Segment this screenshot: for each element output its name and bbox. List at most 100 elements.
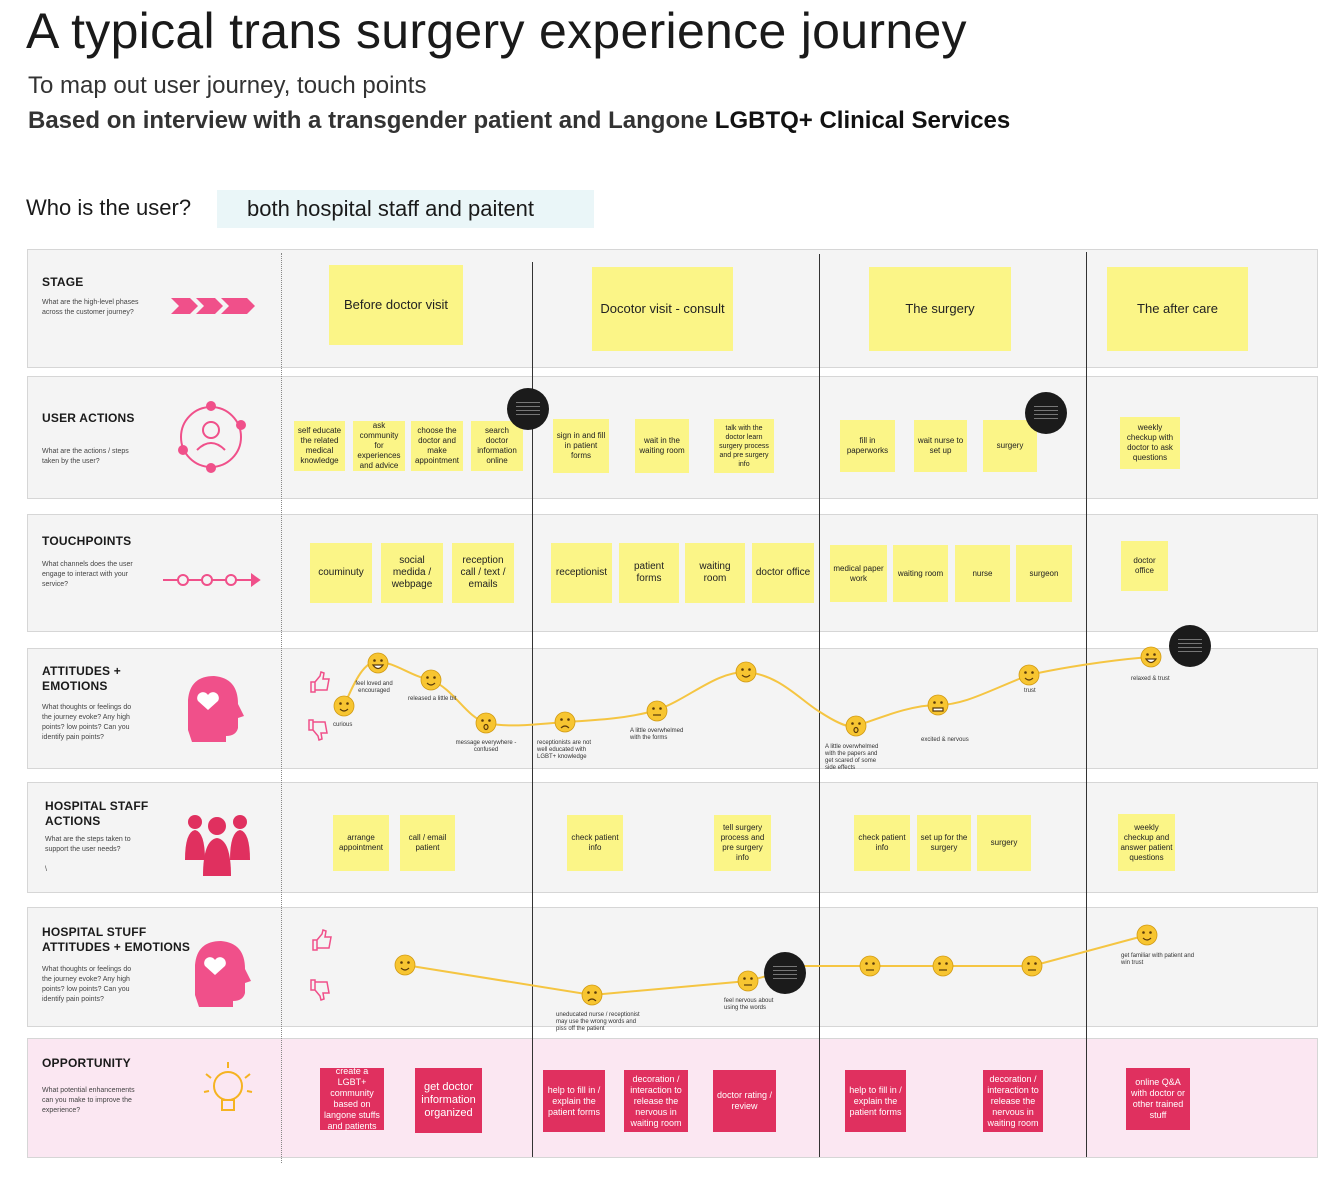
- staff-action-sticky: check patient info: [854, 815, 910, 871]
- stage-divider: [532, 262, 533, 1157]
- who-question: Who is the user?: [26, 195, 192, 220]
- staff-action-sticky: arrange appointment: [333, 815, 389, 871]
- page-subtitle: To map out user journey, touch points: [28, 72, 427, 99]
- row-label: HOSPITAL STUFF ATTITUDES + EMOTIONS: [42, 925, 191, 954]
- emoji-face-icon: [927, 694, 949, 716]
- comment-bubble-icon: [764, 952, 806, 994]
- emotion-note: curious: [333, 722, 353, 728]
- row-desc: What are the steps taken to support the …: [45, 836, 131, 853]
- row-emotions: ATTITUDES + EMOTIONS What thoughts or fe…: [27, 648, 1318, 769]
- emotion-note: trust: [1024, 688, 1036, 694]
- head-heart-icon: [188, 676, 244, 742]
- staff-action-sticky: check patient info: [567, 815, 623, 871]
- emoji-face-icon: [859, 955, 881, 977]
- opportunity-sticky: help to fill in / explain the patient fo…: [845, 1070, 906, 1132]
- emotion-note: receptionists are not well educated with…: [537, 740, 592, 760]
- emoji-face-icon: [1018, 664, 1040, 686]
- user-action-sticky: surgery: [983, 420, 1037, 472]
- row-desc: What are the high-level phases across th…: [42, 299, 139, 316]
- staff-emotion-note: get familiar with patient and win trust: [1121, 953, 1195, 966]
- chevrons-icon: [171, 298, 255, 314]
- lightbulb-icon: [203, 1062, 253, 1111]
- emotion-note: relaxed & trust: [1131, 676, 1170, 682]
- row-label: TOUCHPOINTS: [42, 534, 132, 548]
- emoji-face-icon: [1021, 955, 1043, 977]
- row-label: ATTITUDES + EMOTIONS: [42, 664, 121, 693]
- touchpoint-sticky: doctor office: [1121, 541, 1168, 591]
- touchpoint-sticky: receptionist: [551, 543, 612, 603]
- emotion-note: A little overwhelmed with the forms: [630, 728, 684, 741]
- staff-action-sticky: tell surgery process and pre surgery inf…: [714, 815, 771, 871]
- emoji-face-icon: [646, 700, 668, 722]
- emoji-face-icon: [420, 669, 442, 691]
- user-action-sticky: wait in the waiting room: [635, 419, 689, 473]
- user-action-sticky: weekly checkup with doctor to ask questi…: [1120, 417, 1180, 469]
- row-desc: What thoughts or feelings do the journey…: [42, 704, 132, 741]
- stage-sticky: Docotor visit - consult: [592, 267, 733, 351]
- emoji-face-icon: [394, 954, 416, 976]
- emoji-face-icon: [554, 711, 576, 733]
- user-action-sticky: sign in and fill in patient forms: [553, 419, 609, 473]
- row-label: HOSPITAL STAFF ACTIONS: [45, 799, 149, 828]
- user-action-sticky: wait nurse to set up: [914, 420, 967, 472]
- staff-action-sticky: weekly checkup and answer patient questi…: [1118, 814, 1175, 871]
- row-label: STAGE: [42, 275, 84, 289]
- opportunity-sticky: help to fill in / explain the patient fo…: [543, 1070, 605, 1132]
- row-desc: What thoughts or feelings do the journey…: [42, 966, 132, 1003]
- row-desc: What channels does the user engage to in…: [42, 561, 133, 588]
- opportunity-sticky: get doctor information organized: [415, 1068, 482, 1133]
- stage-sticky: Before doctor visit: [329, 265, 463, 345]
- user-network-icon: [178, 401, 246, 473]
- touchpoint-sticky: reception call / text / emails: [452, 543, 514, 603]
- emotion-note: released a little bit: [408, 696, 457, 702]
- comment-bubble-icon: [1169, 625, 1211, 667]
- user-action-sticky: fill in paperworks: [840, 420, 895, 472]
- staff-action-sticky: surgery: [977, 815, 1031, 871]
- opportunity-sticky: doctor rating / review: [713, 1070, 776, 1132]
- thumbs-up-icon: [312, 929, 332, 951]
- user-action-sticky: search doctor information online: [471, 421, 523, 471]
- emoji-face-icon: [845, 715, 867, 737]
- stage-divider: [1086, 252, 1087, 1157]
- emotion-note: A little overwhelmed with the papers and…: [825, 744, 879, 771]
- stage-sticky: The after care: [1107, 267, 1248, 351]
- label-divider: [281, 253, 282, 1163]
- touchpoint-sticky: doctor office: [752, 543, 814, 603]
- staff-action-sticky: call / email patient: [400, 815, 455, 871]
- emotion-note: message everywhere - confused: [455, 740, 517, 753]
- stage-sticky: The surgery: [869, 267, 1011, 351]
- emoji-face-icon: [932, 955, 954, 977]
- staff-action-sticky: set up for the surgery: [917, 815, 971, 871]
- opportunity-sticky: create a LGBT+ community based on langon…: [320, 1066, 384, 1131]
- emoji-face-icon: [581, 984, 603, 1006]
- people-group-icon: [185, 815, 250, 876]
- page-title: A typical trans surgery experience journ…: [26, 3, 967, 59]
- user-action-sticky: choose the doctor and make appointment: [411, 421, 463, 471]
- comment-bubble-icon: [507, 388, 549, 430]
- user-action-sticky: self educate the related medical knowled…: [294, 421, 345, 471]
- head-heart-icon: [195, 941, 251, 1007]
- opportunity-sticky: decoration / interaction to release the …: [624, 1070, 688, 1132]
- touchpoint-sticky: waiting room: [893, 545, 948, 602]
- staff-emotion-note: feel nervous about using the words: [724, 998, 774, 1011]
- user-action-sticky: ask community for experiences and advice: [353, 421, 405, 471]
- touchpoint-sticky: surgeon: [1016, 545, 1072, 602]
- opportunity-sticky: online Q&A with doctor or other trained …: [1126, 1068, 1190, 1130]
- touchpoint-sticky: patient forms: [619, 543, 679, 603]
- basis-text: Based on interview with a transgender pa…: [28, 107, 715, 134]
- emoji-face-icon: [1140, 646, 1162, 668]
- touchpoint-sticky: medical paper work: [830, 545, 887, 602]
- row-label: USER ACTIONS: [42, 411, 135, 425]
- touchpoint-chain-icon: [163, 573, 261, 587]
- comment-bubble-icon: [1025, 392, 1067, 434]
- thumbs-up-icon: [310, 671, 330, 693]
- basis-highlight: LGBTQ+ Clinical Services: [714, 107, 1011, 134]
- emoji-face-icon: [737, 970, 759, 992]
- emoji-face-icon: [1136, 924, 1158, 946]
- emoji-face-icon: [475, 712, 497, 734]
- who-answer: both hospital staff and paitent: [217, 190, 594, 228]
- page-basis: Based on interview with a transgender pa…: [28, 104, 1028, 138]
- emotion-note: excited & nervous: [921, 737, 969, 743]
